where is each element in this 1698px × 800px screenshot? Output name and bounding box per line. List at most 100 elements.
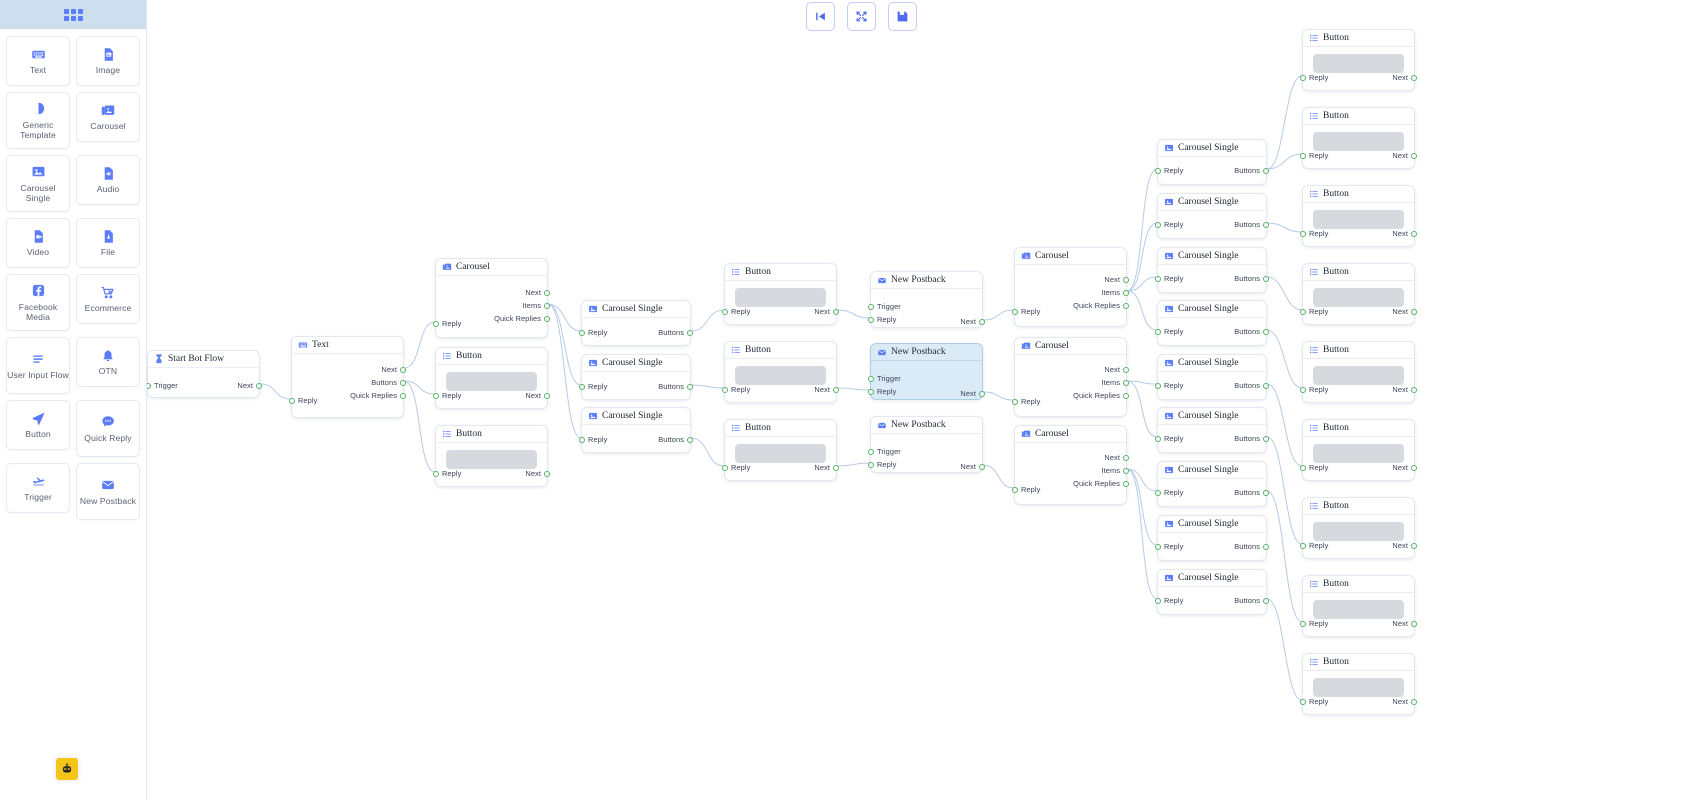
port-in-reply[interactable]: Reply: [433, 391, 461, 400]
port-dot-icon[interactable]: [1411, 464, 1417, 471]
port-out-next[interactable]: Next: [1104, 365, 1129, 374]
port-dot-icon[interactable]: [400, 366, 406, 373]
port-dot-icon[interactable]: [1123, 302, 1129, 309]
port-out-buttons[interactable]: Buttons: [1234, 434, 1269, 443]
port-dot-icon[interactable]: [1123, 379, 1129, 386]
palette-item-generic-template[interactable]: Generic Template: [6, 92, 70, 149]
port-out-next[interactable]: Next: [1392, 385, 1417, 394]
port-in-reply[interactable]: Reply: [1012, 307, 1040, 316]
port-out-buttons[interactable]: Buttons: [658, 328, 693, 337]
port-dot-icon[interactable]: [400, 392, 406, 399]
reset-view-button[interactable]: [806, 2, 835, 31]
palette-item-carousel-single[interactable]: Carousel Single: [6, 155, 70, 212]
port-out-next[interactable]: Next: [960, 389, 985, 398]
port-dot-icon[interactable]: [433, 470, 439, 477]
port-dot-icon[interactable]: [400, 379, 406, 386]
port-out-next[interactable]: Next: [814, 463, 839, 472]
port-in-trigger[interactable]: Trigger: [868, 302, 901, 311]
port-in-reply[interactable]: Reply: [1012, 485, 1040, 494]
port-out-buttons[interactable]: Buttons: [1234, 220, 1269, 229]
port-dot-icon[interactable]: [1263, 275, 1269, 282]
port-out-quick-replies[interactable]: Quick Replies: [1073, 391, 1129, 400]
port-out-quick-replies[interactable]: Quick Replies: [1073, 479, 1129, 488]
port-dot-icon[interactable]: [979, 318, 985, 325]
palette-item-file[interactable]: File: [76, 218, 140, 268]
palette-item-image[interactable]: Image: [76, 36, 140, 86]
palette-item-new-postback[interactable]: New Postback: [76, 463, 140, 520]
port-dot-icon[interactable]: [1411, 620, 1417, 627]
port-in-reply[interactable]: Reply: [1300, 151, 1328, 160]
palette-item-video[interactable]: Video: [6, 218, 70, 268]
port-dot-icon[interactable]: [722, 386, 728, 393]
port-dot-icon[interactable]: [868, 303, 874, 310]
port-out-buttons[interactable]: Buttons: [1234, 274, 1269, 283]
palette-item-otn[interactable]: OTN: [76, 337, 140, 387]
port-dot-icon[interactable]: [1411, 230, 1417, 237]
port-dot-icon[interactable]: [1155, 597, 1161, 604]
port-out-items[interactable]: Items: [1101, 466, 1129, 475]
port-dot-icon[interactable]: [579, 329, 585, 336]
port-out-next[interactable]: Next: [814, 307, 839, 316]
port-out-next[interactable]: Next: [237, 381, 262, 390]
port-out-next[interactable]: Next: [814, 385, 839, 394]
port-in-reply[interactable]: Reply: [1155, 596, 1183, 605]
port-out-next[interactable]: Next: [1392, 541, 1417, 550]
port-dot-icon[interactable]: [1012, 486, 1018, 493]
port-dot-icon[interactable]: [868, 388, 874, 395]
port-out-next[interactable]: Next: [525, 391, 550, 400]
port-dot-icon[interactable]: [1300, 620, 1306, 627]
port-out-buttons[interactable]: Buttons: [1234, 542, 1269, 551]
port-out-next[interactable]: Next: [960, 317, 985, 326]
port-in-reply[interactable]: Reply: [1300, 463, 1328, 472]
port-dot-icon[interactable]: [868, 316, 874, 323]
port-dot-icon[interactable]: [868, 375, 874, 382]
port-out-next[interactable]: Next: [381, 365, 406, 374]
port-out-next[interactable]: Next: [525, 469, 550, 478]
port-in-reply[interactable]: Reply: [1300, 229, 1328, 238]
port-in-reply[interactable]: Reply: [1155, 542, 1183, 551]
port-in-reply[interactable]: Reply: [1155, 488, 1183, 497]
port-dot-icon[interactable]: [579, 436, 585, 443]
port-dot-icon[interactable]: [289, 397, 295, 404]
port-out-next[interactable]: Next: [1392, 73, 1417, 82]
port-out-next[interactable]: Next: [1104, 275, 1129, 284]
port-dot-icon[interactable]: [1411, 152, 1417, 159]
palette-item-user-input-flow[interactable]: User Input Flow: [6, 337, 70, 394]
palette-item-button[interactable]: Button: [6, 400, 70, 450]
port-dot-icon[interactable]: [544, 302, 550, 309]
port-dot-icon[interactable]: [1155, 328, 1161, 335]
port-dot-icon[interactable]: [1155, 382, 1161, 389]
port-in-reply[interactable]: Reply: [289, 396, 317, 405]
port-dot-icon[interactable]: [1123, 392, 1129, 399]
palette-item-trigger[interactable]: Trigger: [6, 463, 70, 513]
port-dot-icon[interactable]: [979, 390, 985, 397]
port-dot-icon[interactable]: [1155, 221, 1161, 228]
port-out-buttons[interactable]: Buttons: [1234, 488, 1269, 497]
port-in-reply[interactable]: Reply: [1155, 220, 1183, 229]
port-out-next[interactable]: Next: [1392, 307, 1417, 316]
port-dot-icon[interactable]: [1300, 542, 1306, 549]
port-dot-icon[interactable]: [1263, 489, 1269, 496]
port-dot-icon[interactable]: [1411, 542, 1417, 549]
port-in-trigger[interactable]: Trigger: [868, 447, 901, 456]
port-dot-icon[interactable]: [1263, 597, 1269, 604]
port-dot-icon[interactable]: [1123, 454, 1129, 461]
port-dot-icon[interactable]: [1155, 543, 1161, 550]
port-dot-icon[interactable]: [433, 392, 439, 399]
port-out-items[interactable]: Items: [1101, 378, 1129, 387]
